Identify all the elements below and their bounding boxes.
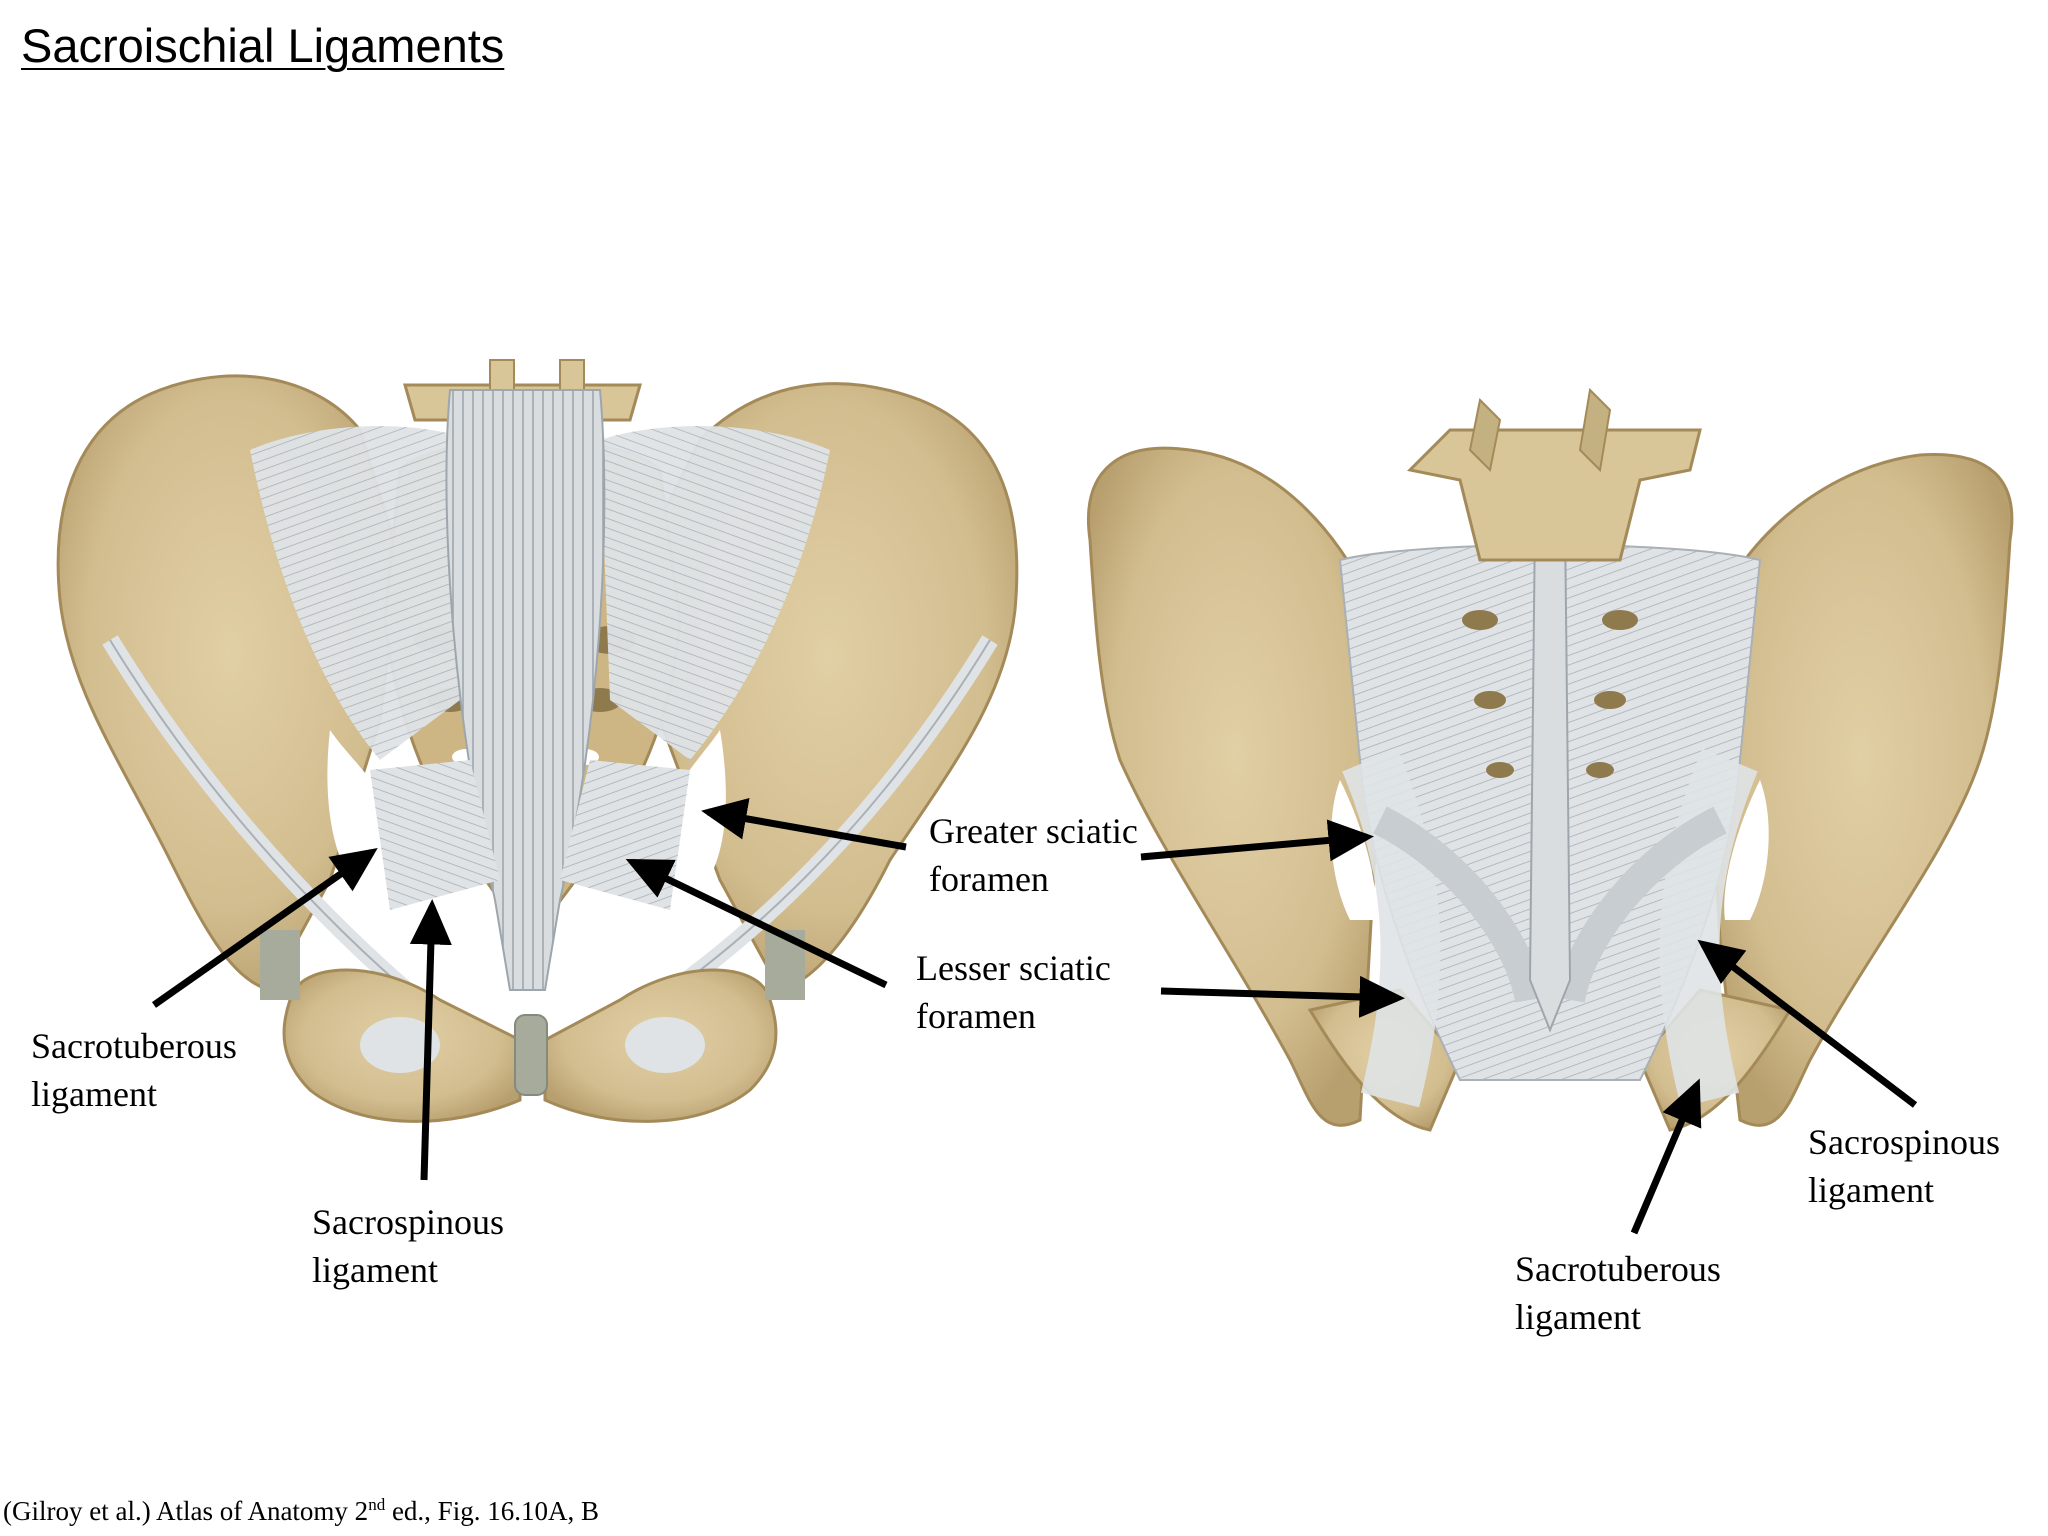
pubic-symphysis <box>514 1014 548 1096</box>
lumbar-vertebra-posterior <box>1406 428 1702 562</box>
anterior-pelvis-view <box>56 359 1019 1123</box>
arrow-left-sacrospinous <box>409 899 452 1181</box>
arrow-greater-sciatic-right <box>1140 819 1374 862</box>
left-ilium-posterior <box>1087 446 1382 1127</box>
page-title: Sacroischial Ligaments <box>21 19 505 72</box>
anterior-longitudinal-ligament <box>445 389 606 991</box>
posterior-pelvis-view <box>1087 387 2014 1132</box>
label-lesser-sciatic-foramen: Lesser sciatic foramen <box>916 948 1111 1036</box>
label-right-sacrospinous-ligament: Sacrospinous ligament <box>1808 1122 2000 1210</box>
label-greater-sciatic-foramen: Greater sciatic foramen <box>929 811 1138 899</box>
arrow-left-sacrotuberous <box>151 847 378 1008</box>
arrow-lesser-sciatic-left <box>625 858 888 989</box>
label-left-sacrospinous-ligament: Sacrospinous ligament <box>312 1202 504 1290</box>
arrow-right-sacrotuberous <box>1630 1078 1702 1235</box>
label-left-sacrotuberous-ligament: Sacrotuberous ligament <box>31 1026 237 1114</box>
label-right-sacrotuberous-ligament: Sacrotuberous ligament <box>1515 1249 1721 1337</box>
figure-citation: (Gilroy et al.) Atlas of Anatomy 2nd ed.… <box>3 1495 599 1526</box>
arrow-lesser-sciatic-right <box>1160 975 1405 1018</box>
arrow-right-sacrospinous <box>1697 939 1918 1108</box>
right-ilium-posterior <box>1708 452 2014 1127</box>
annotation-arrows <box>151 798 1918 1235</box>
arrow-greater-sciatic-left <box>701 798 907 851</box>
